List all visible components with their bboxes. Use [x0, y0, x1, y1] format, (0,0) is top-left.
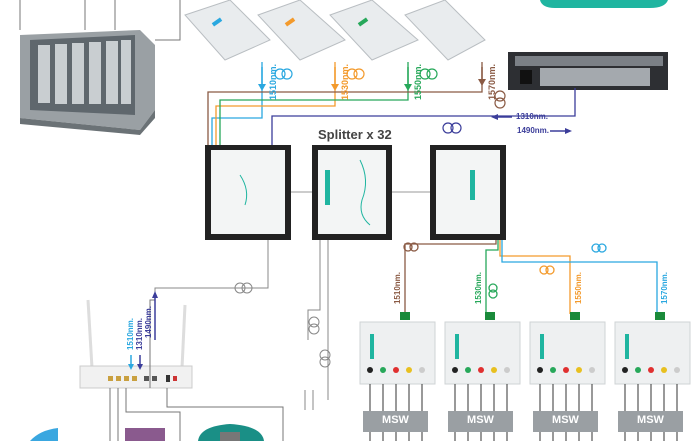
olt-server [508, 52, 668, 90]
splitter-boxes [205, 145, 506, 240]
router [79, 299, 193, 389]
drop-label-1570: 1570nm. [660, 272, 669, 305]
laptop [125, 428, 165, 441]
wavelength-label-1510: 1510nm. [268, 64, 278, 101]
router-label-1510: 1510nm. [126, 318, 135, 351]
wavelength-label-1550: 1550nm. [413, 64, 423, 101]
router-label-1310: 1310nm. [135, 318, 144, 351]
router-label-1490: 1490nm. [144, 306, 153, 339]
msw-label-4: MSW [637, 414, 664, 426]
wavelength-label-1530: 1530nm. [340, 64, 350, 101]
headend-rack [19, 0, 181, 135]
olt-downstream-label: 1490nm. [517, 126, 550, 135]
drop-label-1510: 1510nm. [393, 272, 402, 305]
drop-label-1550: 1550nm. [574, 272, 583, 305]
msw-label-2: MSW [467, 414, 494, 426]
headend-modules [184, 0, 486, 61]
wavelength-label-1570: 1570nm. [487, 64, 497, 101]
olt-upstream-label: 1310nm. [516, 112, 549, 121]
splitter-title: Splitter x 32 [318, 127, 392, 142]
msw-label-3: MSW [552, 414, 579, 426]
teal-badge [540, 0, 668, 8]
blue-arc-decor [30, 428, 58, 441]
drop-label-1530: 1530nm. [474, 272, 483, 305]
msw-label-1: MSW [382, 414, 409, 426]
